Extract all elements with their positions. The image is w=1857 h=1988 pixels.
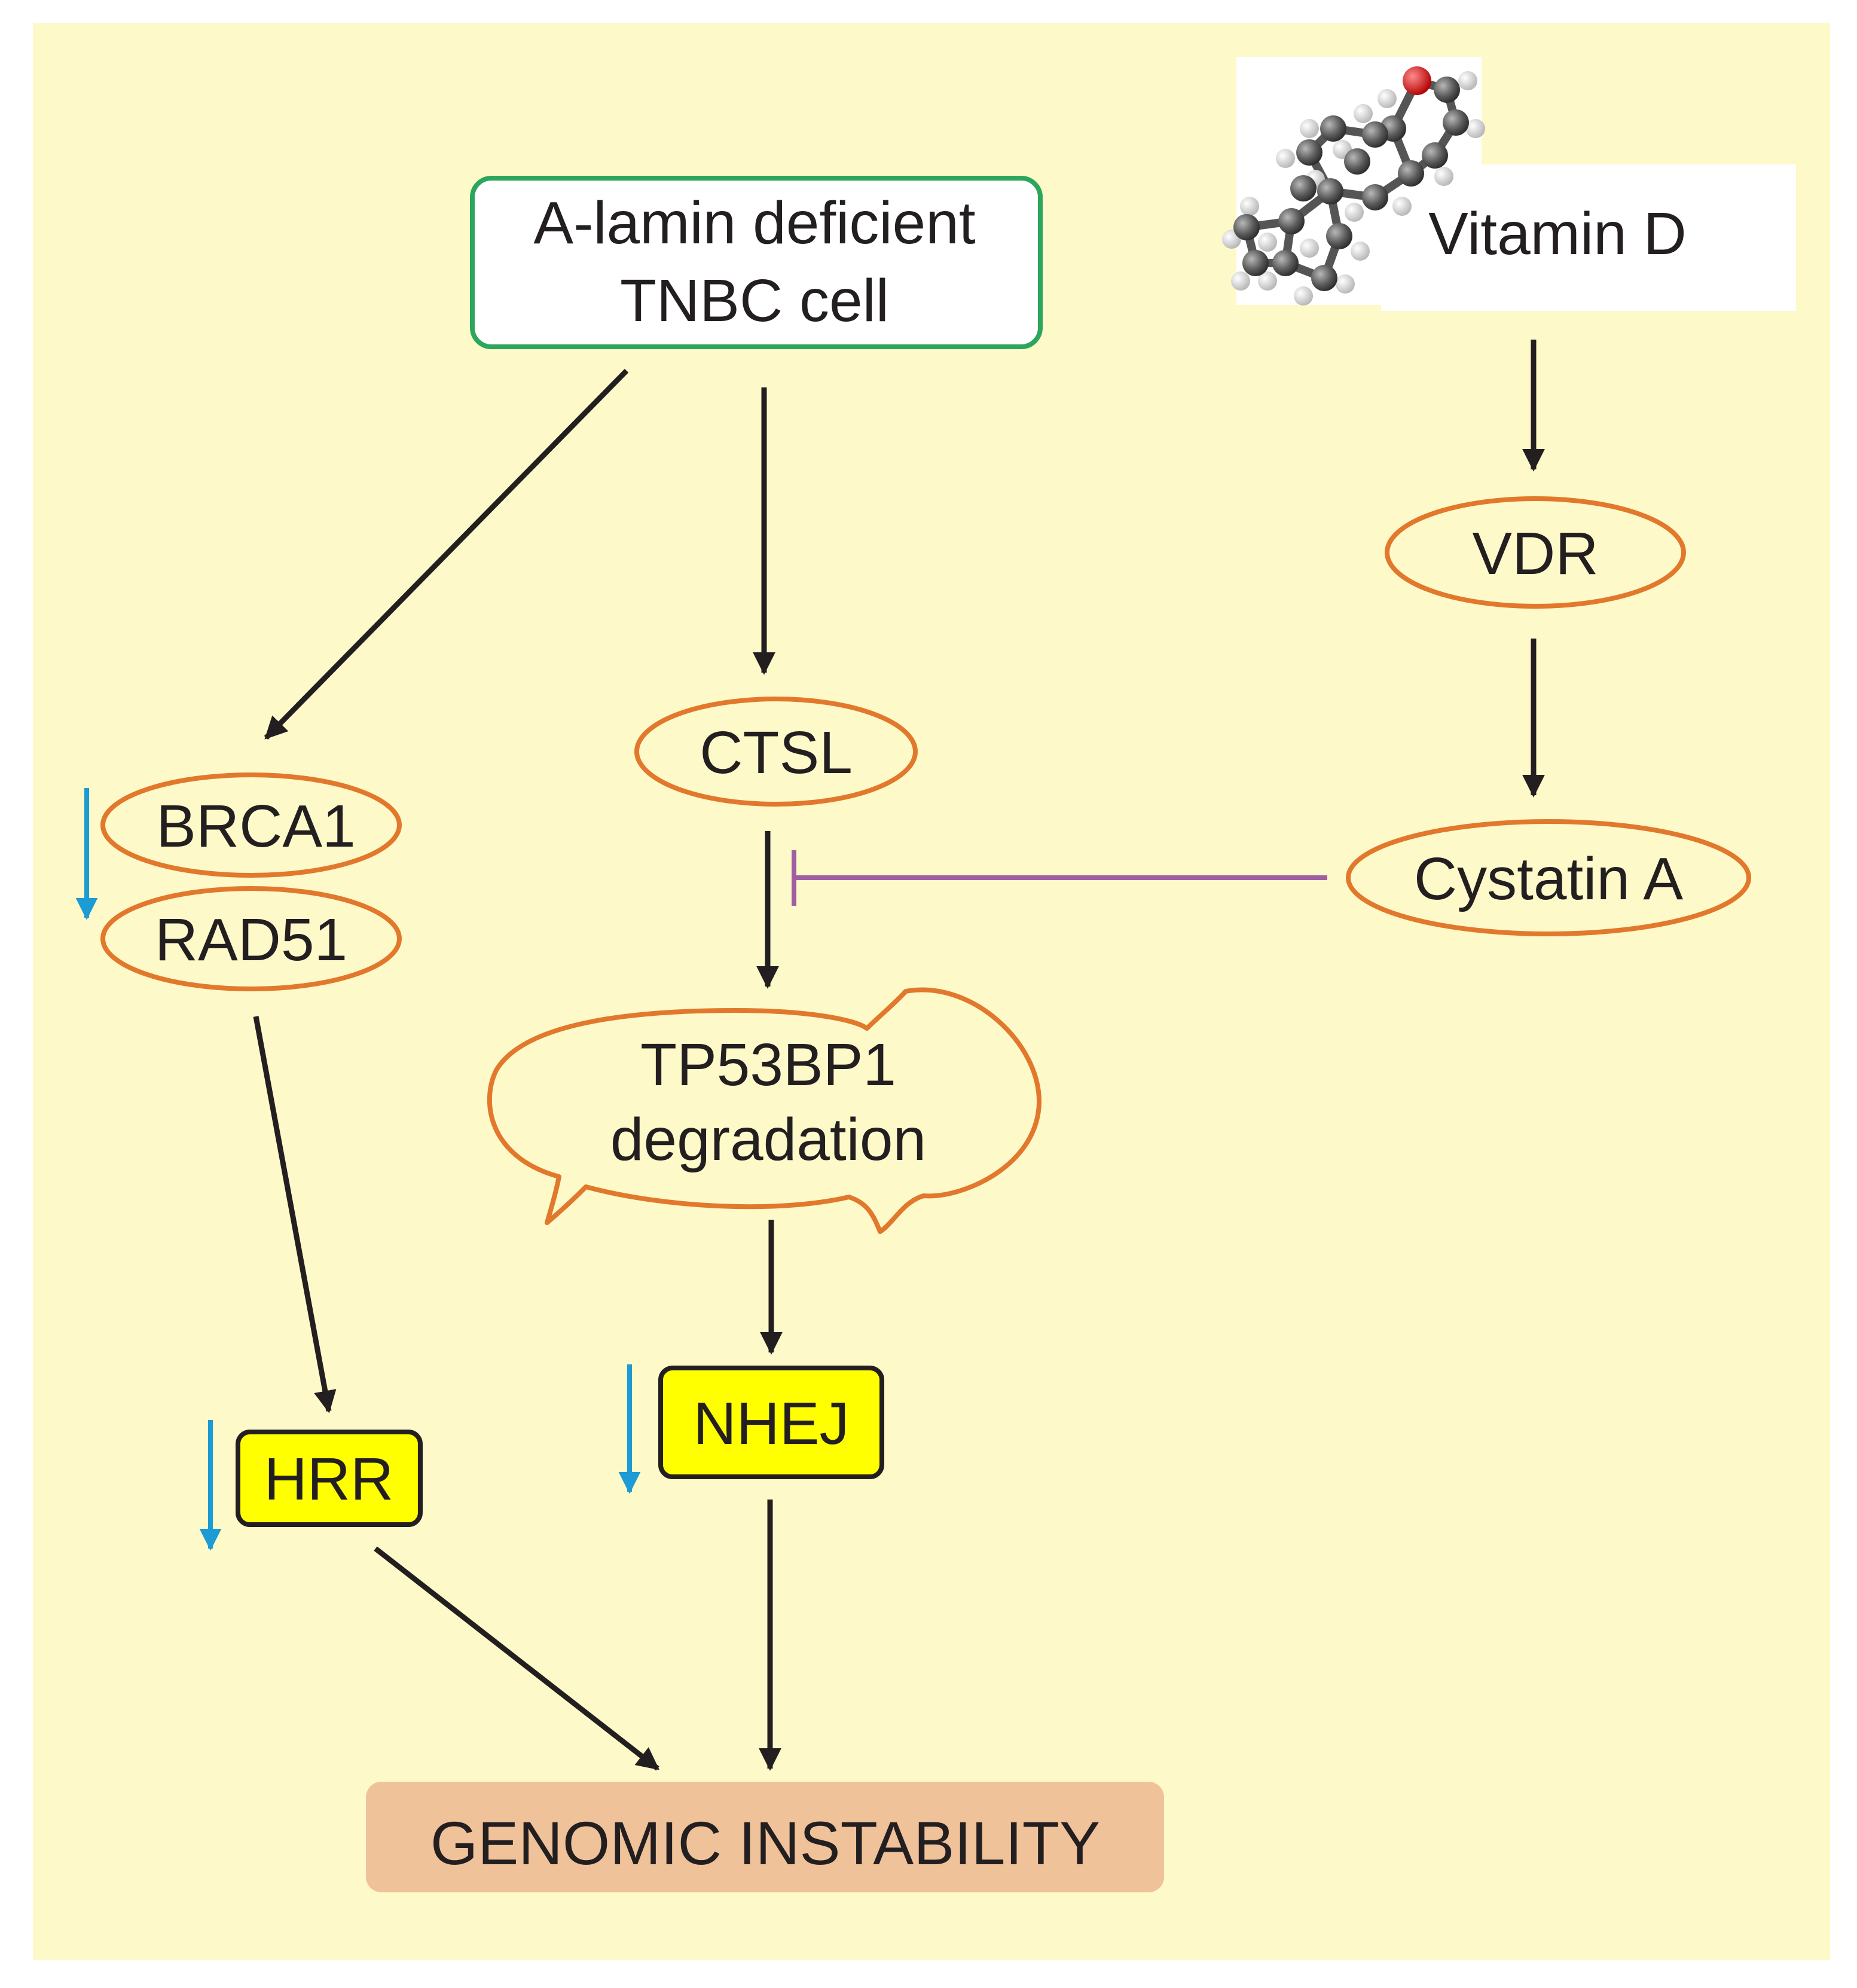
tp53bp1-label-line1: TP53BP1 [640, 1031, 896, 1098]
rad51-node [100, 886, 402, 991]
genomic-instability-label: GENOMIC INSTABILITY [430, 1809, 1100, 1877]
vitamin-d-label: Vitamin D [1428, 200, 1687, 267]
vdr-label: VDR [1472, 520, 1598, 587]
nhej-box [658, 1366, 884, 1479]
cystatin-a-node [1346, 819, 1751, 936]
vdr-node [1385, 496, 1686, 609]
hrr-label: HRR [264, 1446, 394, 1513]
genomic-instability-box [366, 1782, 1164, 1892]
rad51-label: RAD51 [155, 906, 347, 973]
brca1-node [100, 772, 402, 878]
tnbc-cell-label-line2: TNBC cell [620, 267, 889, 334]
cystatin-a-label: Cystatin A [1414, 845, 1683, 912]
brca1-label: BRCA1 [156, 793, 355, 860]
arrow-hrr-to-genomic-instability [374, 1546, 659, 1771]
vitamin-d-molecule-icon [1222, 57, 1796, 311]
arrow-tnbc-to-brca1 [264, 368, 629, 740]
tnbc-cell-label-line1: A-lamin deficient [533, 190, 975, 256]
inhibition-cystatin-a-to-ctsl [792, 850, 1327, 906]
tnbc-cell-box [470, 176, 1043, 349]
tp53bp1-label-line2: degradation [610, 1106, 926, 1173]
tp53bp1-degradation-bubble [487, 987, 1042, 1234]
ctsl-label: CTSL [700, 719, 853, 786]
arrow-rad51-to-hrr [253, 1016, 337, 1413]
ctsl-node [634, 697, 918, 807]
nhej-label: NHEJ [693, 1390, 849, 1457]
hrr-box [236, 1430, 423, 1527]
